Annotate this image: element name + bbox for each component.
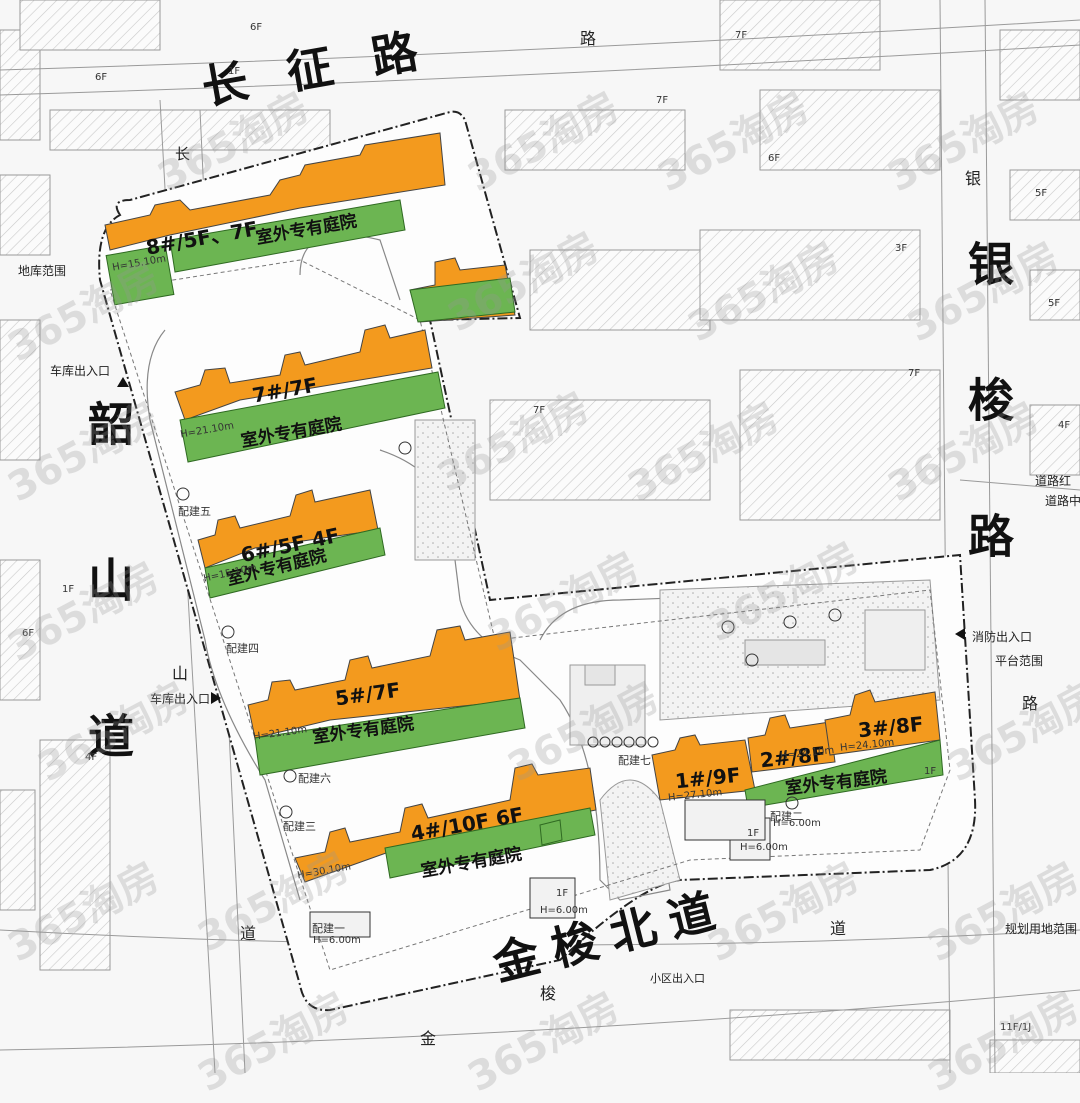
road-label-small: 道 bbox=[240, 924, 257, 943]
floor-tag: 5F bbox=[1048, 298, 1061, 309]
annex-buildings bbox=[309, 799, 771, 938]
road-label-small: 道 bbox=[830, 919, 847, 938]
courtyard-areas bbox=[414, 419, 941, 901]
facility-markers bbox=[176, 441, 842, 819]
floor-tag: 4F bbox=[85, 752, 98, 763]
road-label-small: 路 bbox=[1022, 694, 1039, 713]
road-name-yinsuo: 银梭路 bbox=[961, 240, 1015, 648]
surrounding-buildings bbox=[0, 0, 1080, 1073]
road-label-small: 梭 bbox=[540, 984, 557, 1003]
road-name-shaoshan: 韶山道 bbox=[81, 400, 135, 868]
aux-building-label: 配建三 bbox=[283, 820, 316, 833]
floor-tag: 7F bbox=[908, 368, 921, 379]
annotation-road-line: 道路中心 bbox=[1045, 494, 1080, 508]
annotation-garage-range: 地库范围 bbox=[18, 264, 67, 278]
floor-tag: 7F bbox=[533, 405, 546, 416]
floor-tag: 7F bbox=[656, 95, 669, 106]
road-label-small: 银 bbox=[965, 169, 982, 188]
floor-tag: 6F bbox=[250, 22, 263, 33]
floor-tag: 1F bbox=[228, 66, 241, 77]
annotation-platform-range: 平台范围 bbox=[995, 654, 1044, 668]
floor-tag: 3F bbox=[895, 243, 908, 254]
aux-building-label: 配建四 bbox=[226, 642, 259, 655]
floor-tag: 7F bbox=[735, 30, 748, 41]
site-plan bbox=[0, 0, 1080, 1073]
floor-tag: 6F bbox=[768, 153, 781, 164]
annotation-garage-entrance: 车库出入口 bbox=[150, 692, 211, 706]
road-label-small: 山 bbox=[172, 664, 189, 683]
height-label: H=6.00m bbox=[740, 842, 788, 853]
floor-tag: 1F bbox=[747, 828, 760, 839]
height-label: H=6.00m bbox=[540, 905, 588, 916]
annotation-road-line: 道路红 bbox=[1035, 474, 1072, 488]
road-label-small: 路 bbox=[580, 29, 597, 48]
yards-green bbox=[105, 199, 944, 879]
floor-tag: 1F bbox=[924, 766, 937, 777]
floor-tag: 11F/1J bbox=[1000, 1022, 1032, 1033]
aux-building-label: 配建六 bbox=[298, 772, 331, 785]
floor-tag: 1F bbox=[62, 584, 75, 595]
floor-tag: 6F bbox=[95, 72, 108, 83]
height-label: H=6.00m bbox=[313, 935, 361, 946]
aux-building-label: 配建二 bbox=[770, 810, 803, 823]
road-label-small: 长 bbox=[175, 145, 191, 163]
garage-outline bbox=[109, 259, 951, 971]
floor-tag: 1F bbox=[556, 888, 569, 899]
aux-building-label: 配建七 bbox=[618, 754, 651, 767]
annotation-garage-entrance: 车库出入口 bbox=[50, 364, 111, 378]
annotation-planning-range: 规划用地范围 bbox=[1005, 922, 1078, 936]
floor-tag: 6F bbox=[22, 628, 35, 639]
annotation-fire-entrance: 消防出入口 bbox=[972, 630, 1033, 644]
height-label: H=6.00m bbox=[773, 818, 821, 829]
aux-building-label: 配建五 bbox=[178, 505, 211, 518]
floor-tag: 5F bbox=[1035, 188, 1048, 199]
entrance-arrows bbox=[117, 377, 965, 704]
site-boundary bbox=[98, 110, 977, 1012]
annotation-community-entrance: 小区出入口 bbox=[650, 972, 705, 985]
floor-tag: 4F bbox=[1058, 420, 1071, 431]
road-label-small: 金 bbox=[420, 1029, 437, 1048]
aux-building-label: 配建一 bbox=[312, 922, 345, 935]
